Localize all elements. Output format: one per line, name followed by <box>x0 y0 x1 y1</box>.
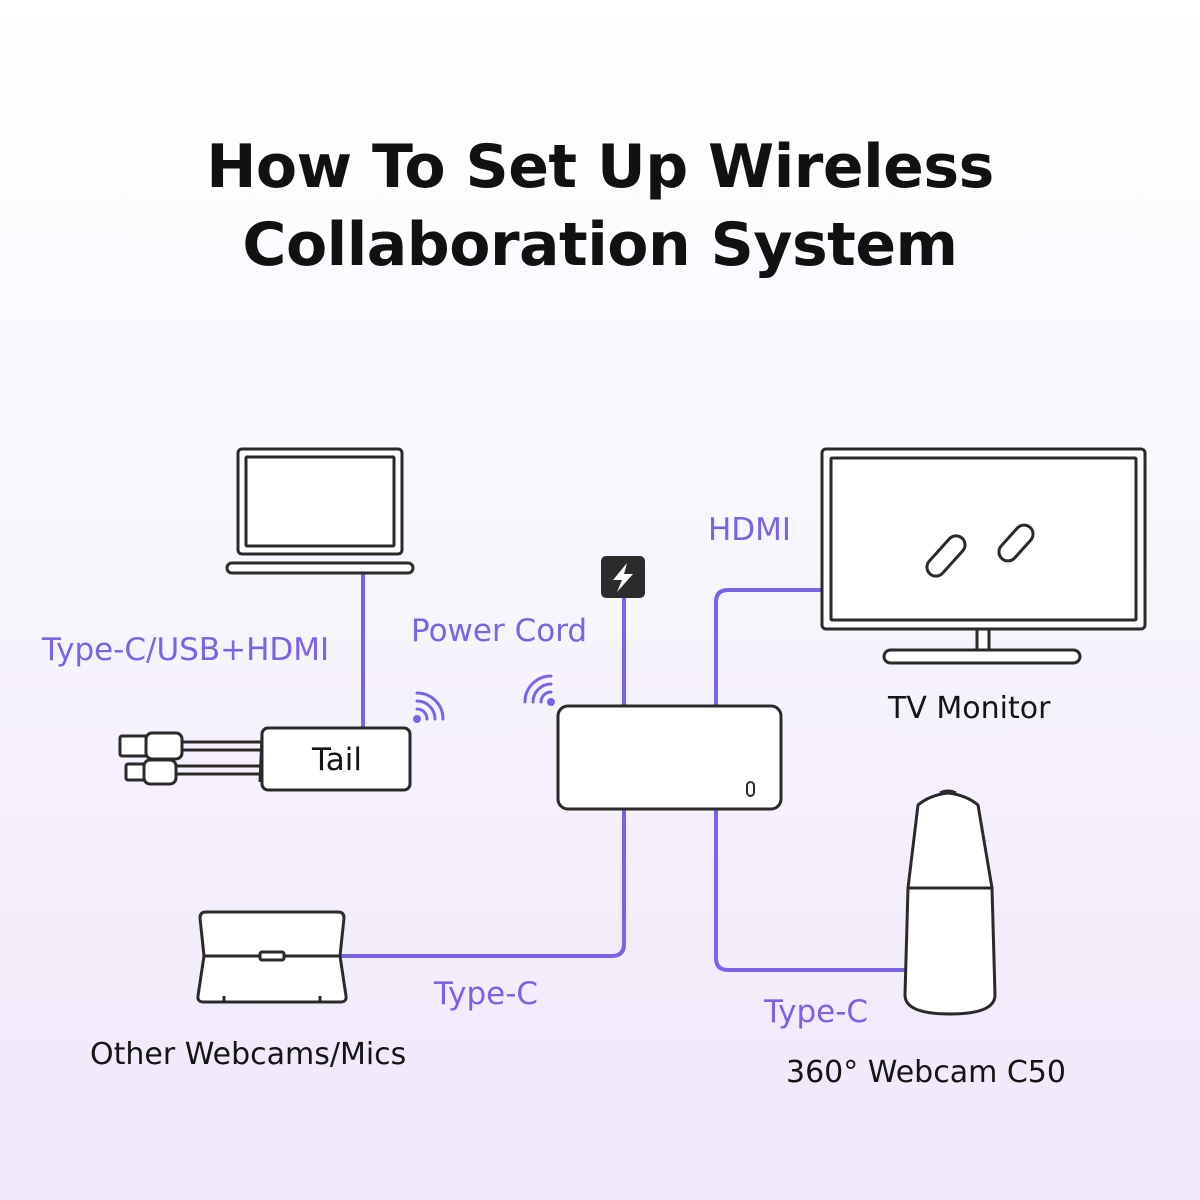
connection-lines <box>338 572 910 972</box>
title-line-1: How To Set Up Wireless <box>206 132 994 202</box>
webcam-c50-label: 360° Webcam C50 <box>786 1055 1066 1090</box>
title-line-2: Collaboration System <box>242 210 958 280</box>
lightning-icon <box>601 556 645 598</box>
tail-label: Tail <box>311 742 363 778</box>
laptop-icon <box>225 447 415 575</box>
wifi-signal-icon <box>413 691 445 723</box>
wifi-signal-icon <box>523 674 555 706</box>
hub-box-icon <box>556 704 783 811</box>
label-type-c-c50: Type-C <box>764 994 869 1030</box>
label-laptop-tail-connection: Type-C/USB+HDMI <box>42 632 330 668</box>
label-hdmi: HDMI <box>708 512 792 548</box>
line-hub-c50 <box>714 808 910 972</box>
line-hub-tv <box>714 588 824 708</box>
tv-monitor-icon <box>820 447 1147 665</box>
other-webcams-label: Other Webcams/Mics <box>90 1037 407 1072</box>
label-power-cord: Power Cord <box>411 613 588 649</box>
webcam-device-icon <box>196 910 348 1004</box>
cylindrical-webcam-icon <box>903 789 997 1016</box>
tv-monitor-label: TV Monitor <box>888 691 1051 726</box>
usb-dongle-icon <box>118 726 412 792</box>
label-type-c-other: Type-C <box>434 976 539 1012</box>
line-hub-other <box>338 808 626 958</box>
page-title: How To Set Up Wireless Collaboration Sys… <box>0 128 1200 284</box>
